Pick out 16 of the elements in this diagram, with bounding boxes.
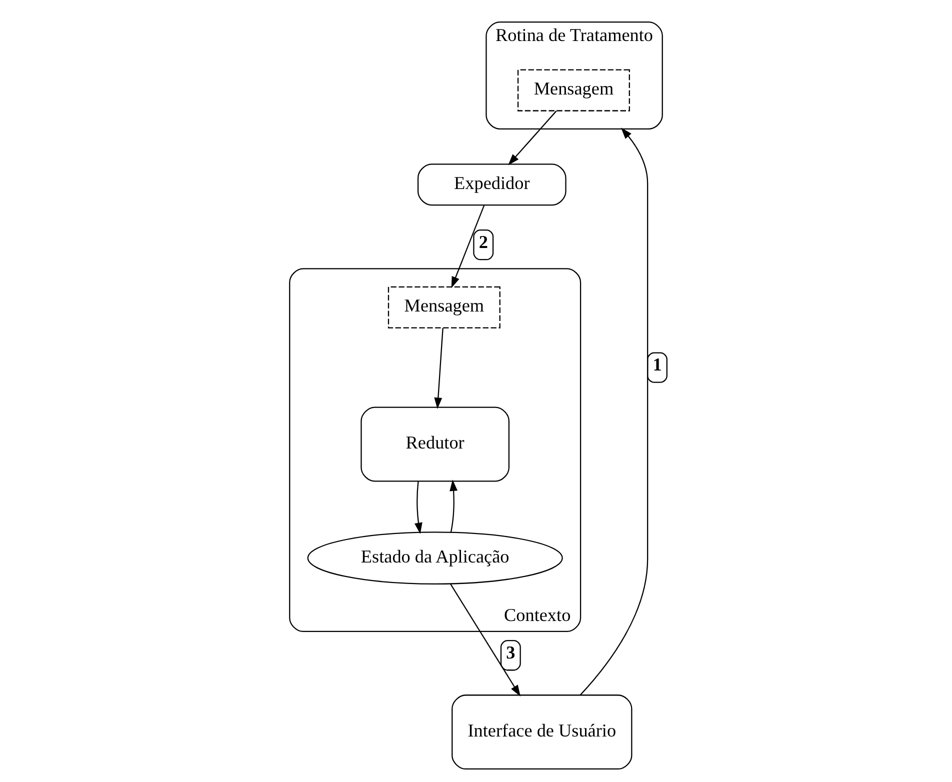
node-box: Redutor xyxy=(360,406,510,482)
edge-label: 1 xyxy=(652,354,662,375)
arrow xyxy=(450,584,520,696)
node-box: Mensagem xyxy=(388,286,500,328)
node-box: Expedidor xyxy=(417,164,566,206)
edge-label: 3 xyxy=(506,642,516,663)
node-ellipse: Estado da Aplicação xyxy=(307,532,563,584)
arrow xyxy=(450,480,458,532)
arrow xyxy=(508,110,557,166)
arrow xyxy=(580,128,648,696)
node-box: Mensagem xyxy=(517,69,630,112)
arrow xyxy=(434,328,444,410)
node-box: Interface de Usuário xyxy=(452,694,632,770)
arrow xyxy=(414,481,422,534)
arrow xyxy=(451,204,485,288)
edge-label: 2 xyxy=(478,232,488,252)
